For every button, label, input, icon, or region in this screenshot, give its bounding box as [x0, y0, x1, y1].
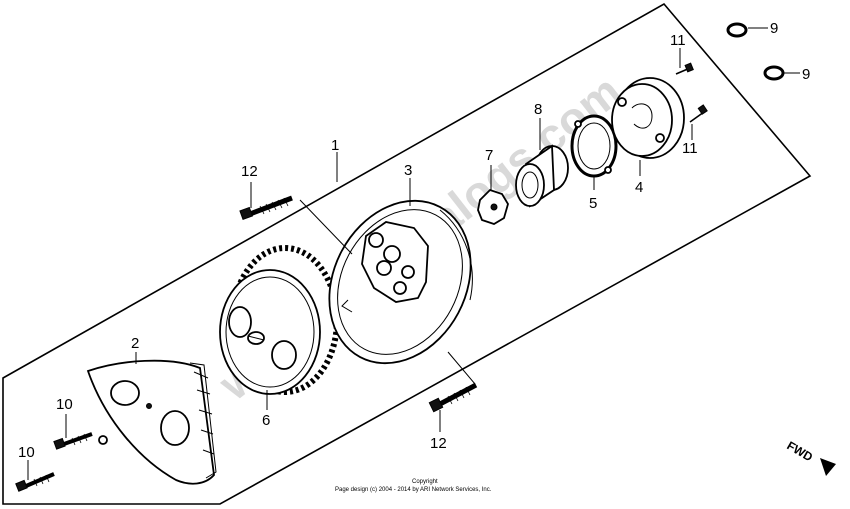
forward-direction-indicator: FWD — [785, 438, 836, 476]
callout-10b: 10 — [18, 444, 35, 461]
bolt-part-10b — [15, 472, 55, 492]
callout-7: 7 — [485, 147, 493, 164]
pump-cover-part — [86, 359, 217, 485]
forward-arrow-icon — [820, 458, 836, 476]
callout-6: 6 — [262, 412, 270, 429]
callout-12b: 12 — [430, 435, 447, 452]
bolt-part-upper — [239, 195, 293, 221]
bolt-part-lower — [428, 382, 478, 413]
screw-part-b — [689, 104, 708, 123]
gasket-part — [570, 114, 618, 178]
pump-gear-part — [219, 245, 340, 395]
callout-5: 5 — [589, 195, 597, 212]
callout-9a: 9 — [770, 20, 778, 37]
callout-3: 3 — [404, 162, 412, 179]
forward-label: FWD — [785, 438, 816, 464]
pump-body-part — [328, 199, 473, 365]
o-ring-part-b — [763, 65, 785, 81]
pump-plate-part — [611, 77, 685, 159]
copyright-line-1: Copyright — [412, 479, 438, 485]
callout-9b: 9 — [802, 66, 810, 83]
callout-4: 4 — [635, 179, 643, 196]
callout-8: 8 — [534, 101, 542, 118]
callout-11b: 11 — [682, 140, 698, 157]
callout-11a: 11 — [670, 32, 686, 49]
inner-rotor-part — [477, 188, 509, 225]
leader-lines — [27, 27, 800, 480]
callout-10a: 10 — [56, 396, 73, 413]
callout-1: 1 — [331, 137, 339, 154]
outer-rotor-part — [515, 144, 569, 208]
screw-part-a — [675, 62, 694, 75]
assembly-frame — [2, 2, 812, 505]
bolt-part-10a — [53, 432, 93, 450]
callout-12a: 12 — [241, 163, 258, 180]
copyright-line-2: Page design (c) 2004 - 2014 by ARI Netwo… — [335, 487, 492, 493]
o-ring-part-a — [726, 22, 748, 38]
callout-2: 2 — [131, 335, 139, 352]
